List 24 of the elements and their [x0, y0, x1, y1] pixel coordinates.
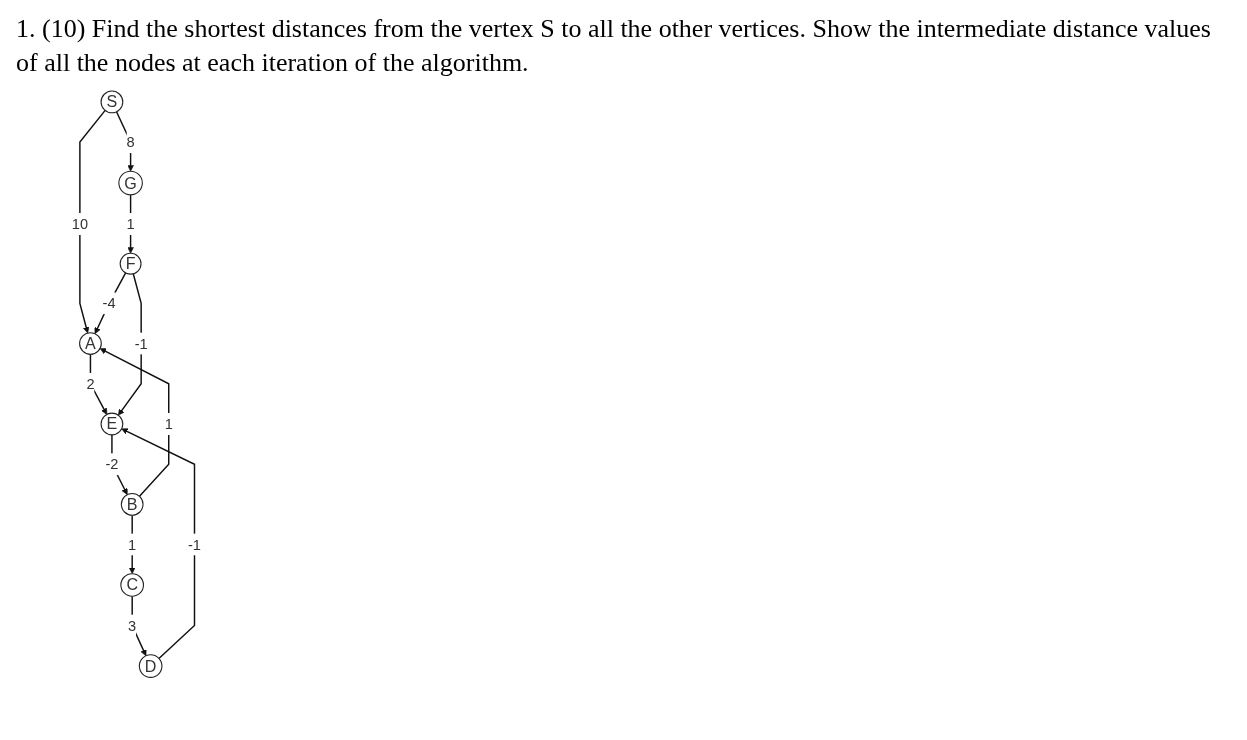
edge-label: 8: [126, 133, 135, 150]
edge-label: -2: [105, 455, 119, 472]
question-text: 1. (10) Find the shortest distances from the vertex S to all the other vertices. Show the intermediate distance values of all the nodes at each iteration of the algorithm.: [16, 13, 1212, 79]
node-circle: C: [120, 572, 145, 597]
edge-label: 10: [71, 215, 89, 232]
node-circle: S: [100, 90, 124, 113]
edge-label: 1: [128, 535, 137, 553]
edge-label: 1: [126, 215, 135, 232]
node-circle: G: [118, 170, 143, 195]
arrow: [115, 110, 134, 172]
node-circle: A: [79, 331, 102, 355]
edge-label: 2: [86, 375, 95, 392]
edge-label: -1: [134, 335, 148, 352]
edge-label: -4: [102, 294, 116, 311]
edge-label: -1: [187, 535, 201, 553]
node-circle: D: [138, 653, 163, 678]
node-circle: E: [100, 412, 124, 435]
arrow: [79, 109, 106, 333]
node-circle: F: [119, 252, 142, 275]
arrow: [94, 271, 127, 334]
arrow: [118, 272, 142, 416]
node-circle: B: [120, 492, 144, 516]
edge-label: 3: [128, 617, 137, 634]
edge-label: 1: [164, 415, 173, 432]
